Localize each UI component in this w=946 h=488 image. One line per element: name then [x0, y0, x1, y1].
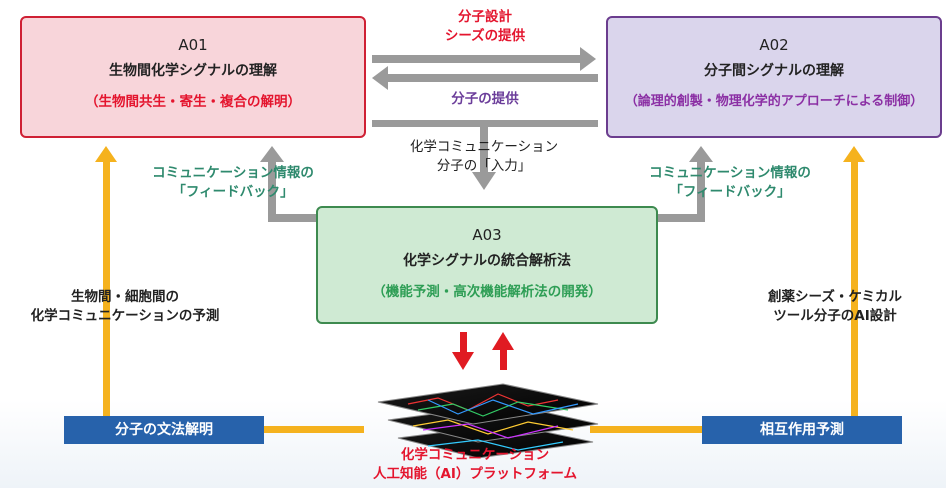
drug-design-arrow — [843, 146, 865, 418]
seeds-label: 分子設計 シーズの提供 — [400, 8, 570, 46]
platform-label: 化学コミュニケーション 人工知能（AI）プラットフォーム — [340, 446, 610, 484]
platform-link-left — [264, 426, 364, 433]
predict-label-line2: 化学コミュニケーションの予測 — [30, 308, 220, 324]
input-arrow — [372, 120, 598, 190]
feedback-left-line2: 「フィードバック」 — [172, 184, 294, 200]
red-down-arrow — [452, 332, 474, 370]
feedback-right-label: コミュニケーション情報の 「フィードバック」 — [620, 164, 840, 202]
seeds-label-line2: シーズの提供 — [444, 28, 526, 44]
interaction-prediction-box: 相互作用予測 — [702, 416, 902, 444]
input-label: 化学コミュニケーション 分子の「入力」 — [374, 138, 594, 176]
a01-code: A01 — [178, 36, 208, 54]
a03-code: A03 — [472, 226, 502, 244]
a02-subtitle: （論理的創製・物理化学的アプローチによる制御） — [624, 94, 924, 109]
a02-box: A02 分子間シグナルの理解 （論理的創製・物理化学的アプローチによる制御） — [606, 16, 942, 138]
platform-link-right — [590, 426, 702, 433]
input-label-line2: 分子の「入力」 — [436, 158, 532, 174]
ai-platform-image — [377, 383, 599, 459]
feedback-right-arrow — [656, 146, 713, 222]
a03-box: A03 化学シグナルの統合解析法 （機能予測・高次機能解析法の開発） — [316, 206, 658, 324]
a01-box: A01 生物間化学シグナルの理解 （生物間共生・寄生・複合の解明） — [20, 16, 366, 138]
seeds-label-line1: 分子設計 — [458, 9, 512, 25]
feedback-left-arrow — [260, 146, 318, 222]
a01-title: 生物間化学シグナルの理解 — [109, 63, 277, 79]
a01-subtitle: （生物間共生・寄生・複合の解明） — [85, 94, 301, 110]
predict-label: 生物間・細胞間の 化学コミュニケーションの予測 — [0, 288, 250, 326]
a03-title: 化学シグナルの統合解析法 — [403, 253, 571, 269]
a02-code: A02 — [759, 36, 789, 54]
feedback-left-label: コミュニケーション情報の 「フィードバック」 — [128, 164, 338, 202]
feedback-right-line2: 「フィードバック」 — [669, 184, 791, 200]
predict-arrow — [95, 146, 117, 418]
drug-design-label: 創薬シーズ・ケミカル ツール分子のAI設計 — [730, 288, 940, 326]
drug-design-line2: ツール分子のAI設計 — [773, 308, 897, 324]
red-up-arrow — [492, 332, 514, 370]
feedback-right-line1: コミュニケーション情報の — [649, 165, 811, 181]
drug-design-line1: 創薬シーズ・ケミカル — [768, 289, 902, 305]
grammar-analysis-box: 分子の文法解明 — [64, 416, 264, 444]
predict-label-line1: 生物間・細胞間の — [71, 289, 179, 305]
a02-title: 分子間シグナルの理解 — [704, 63, 844, 79]
input-label-line1: 化学コミュニケーション — [409, 139, 559, 155]
seeds-arrow — [372, 47, 596, 71]
platform-label-line1: 化学コミュニケーション — [400, 447, 550, 463]
supply-arrow — [372, 66, 598, 90]
feedback-left-line1: コミュニケーション情報の — [152, 165, 314, 181]
a03-subtitle: （機能予測・高次機能解析法の開発） — [372, 284, 602, 300]
supply-label: 分子の提供 — [451, 91, 519, 107]
platform-label-line2: 人工知能（AI）プラットフォーム — [372, 466, 578, 482]
